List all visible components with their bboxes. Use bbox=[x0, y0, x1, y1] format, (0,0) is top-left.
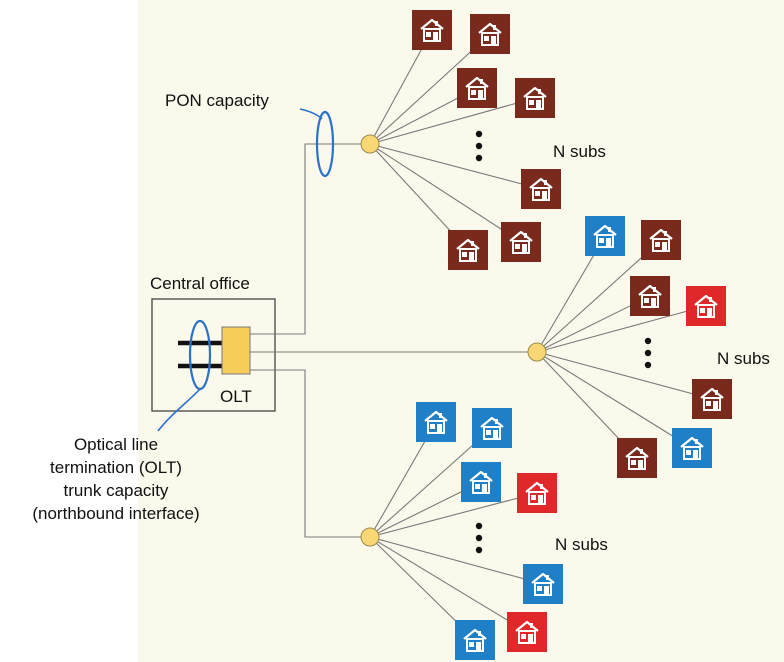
house-icon bbox=[692, 379, 732, 419]
central-office-label: Central office bbox=[150, 274, 250, 293]
ellipsis-dot bbox=[475, 546, 483, 554]
olt-desc-line3: trunk capacity bbox=[64, 481, 169, 500]
house-icon bbox=[641, 220, 681, 260]
house-icon bbox=[521, 169, 561, 209]
group-bottom-label: N subs bbox=[555, 535, 608, 554]
drop-line bbox=[369, 536, 544, 585]
olt-label: OLT bbox=[220, 387, 252, 406]
olt-desc-line2: termination (OLT) bbox=[50, 458, 182, 477]
drop-line bbox=[536, 305, 707, 353]
ellipsis-dot bbox=[644, 361, 652, 369]
ellipsis-dot bbox=[475, 522, 483, 530]
house-icon bbox=[448, 230, 488, 270]
house-icon bbox=[672, 428, 712, 468]
house-icon bbox=[523, 564, 563, 604]
olt-desc-line4: (northbound interface) bbox=[32, 504, 199, 523]
feeder-line-bottom bbox=[250, 369, 370, 538]
drop-line bbox=[369, 143, 542, 190]
house-icon bbox=[461, 462, 501, 502]
house-icon bbox=[472, 408, 512, 448]
drop-line bbox=[369, 536, 528, 633]
feeder-line-top bbox=[250, 143, 370, 335]
house-icon bbox=[507, 612, 547, 652]
pon-capacity-leader bbox=[299, 108, 323, 120]
splitter-node bbox=[360, 134, 380, 154]
house-icon bbox=[617, 438, 657, 478]
drop-line bbox=[536, 351, 693, 449]
house-icon bbox=[515, 78, 555, 118]
house-icon bbox=[470, 14, 510, 54]
ellipsis-dot bbox=[475, 534, 483, 542]
house-icon bbox=[686, 286, 726, 326]
drop-line bbox=[536, 239, 662, 353]
house-icon bbox=[455, 620, 495, 660]
drop-line bbox=[369, 97, 536, 145]
house-icon bbox=[630, 276, 670, 316]
house-icon bbox=[517, 473, 557, 513]
house-icon bbox=[412, 10, 452, 50]
house-icon bbox=[585, 216, 625, 256]
ellipsis-dot bbox=[475, 142, 483, 150]
splitter-node bbox=[527, 342, 547, 362]
ellipsis-dot bbox=[475, 154, 483, 162]
olt-desc-line1: Optical line bbox=[74, 435, 158, 454]
drop-line bbox=[536, 351, 713, 400]
house-icon bbox=[457, 68, 497, 108]
splitter-node bbox=[360, 527, 380, 547]
pon-capacity-label: PON capacity bbox=[165, 91, 269, 110]
group-middle-label: N subs bbox=[717, 349, 770, 368]
pon-capacity-ring bbox=[315, 110, 335, 178]
central-office-box bbox=[151, 298, 276, 412]
olt-capacity-leader bbox=[157, 388, 201, 432]
olt-box bbox=[221, 326, 251, 375]
drop-line bbox=[369, 427, 493, 538]
ellipsis-dot bbox=[475, 130, 483, 138]
drop-line bbox=[369, 492, 538, 538]
ellipsis-dot bbox=[644, 337, 652, 345]
group-top-label: N subs bbox=[553, 142, 606, 161]
house-icon bbox=[501, 222, 541, 262]
drop-line bbox=[369, 143, 522, 243]
house-icon bbox=[416, 402, 456, 442]
ellipsis-dot bbox=[644, 349, 652, 357]
olt-capacity-ring bbox=[188, 319, 212, 391]
